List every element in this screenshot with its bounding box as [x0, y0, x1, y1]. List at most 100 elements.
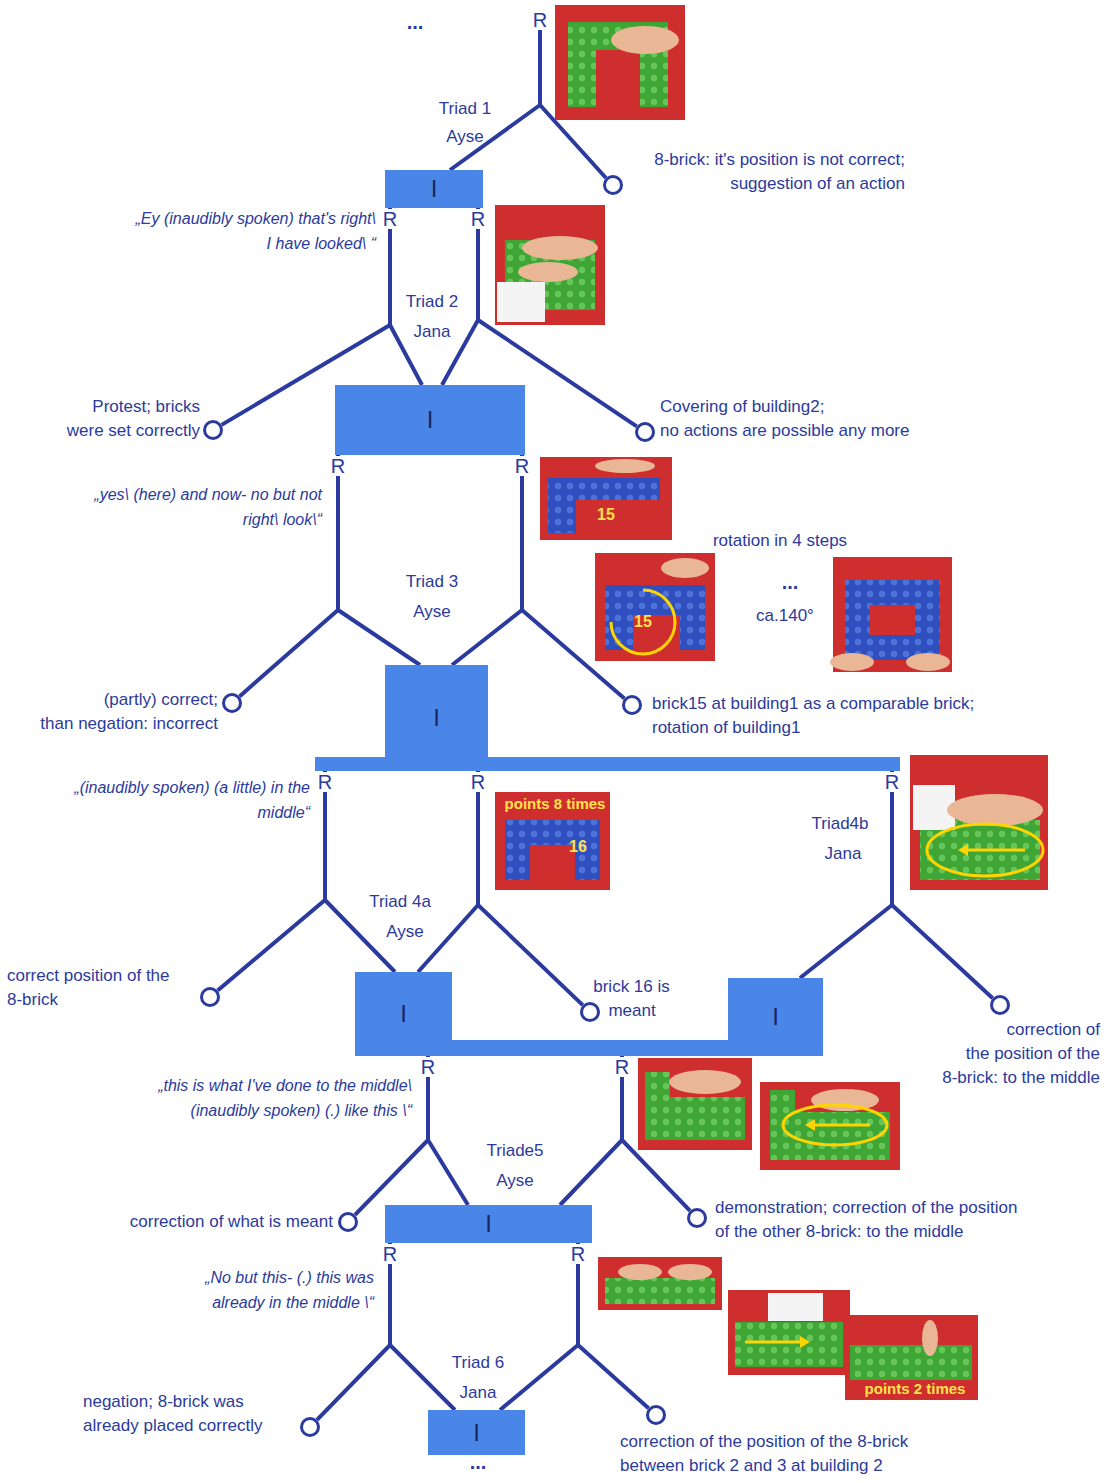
lego-studs: [850, 1345, 972, 1380]
photo-background: [638, 1058, 752, 1150]
photo: [555, 5, 685, 120]
circle-outline: [646, 1405, 666, 1425]
triad-label: Ayse: [384, 921, 426, 943]
photo: [598, 1257, 722, 1310]
hand: [668, 1264, 712, 1280]
object-circle-shape: [992, 997, 1009, 1014]
object-label: brick15 at building1 as a comparable bri…: [652, 692, 979, 740]
representamen-letter: R: [566, 1244, 591, 1264]
photo-caption: points 8 times: [503, 795, 608, 813]
object-circle: brick 16 is meant: [580, 1002, 600, 1022]
annotation: ca.140°: [754, 605, 816, 627]
representamen-letter: R: [313, 772, 338, 792]
representamen-letter: R: [466, 772, 491, 792]
triad-connector: [488, 764, 892, 978]
line-spacer: [201, 1265, 202, 1290]
circle-outline: [687, 1208, 707, 1228]
photo: [760, 1082, 900, 1170]
triad-label: Jana: [412, 321, 453, 343]
triad-label: Triad 4a: [367, 891, 433, 913]
line-spacer: [828, 395, 914, 419]
object-circle: negation; 8-brick was already placed cor…: [300, 1417, 320, 1437]
object-circle: (partly) correct; than negation: incorre…: [222, 693, 242, 713]
lego-studs: [605, 1278, 715, 1304]
triad-label: Triad 6: [450, 1352, 507, 1374]
interpretant-box: I: [428, 1410, 525, 1455]
object-label: negation; 8-brick was already placed cor…: [83, 1390, 267, 1438]
lego-studs: [605, 585, 705, 650]
finger: [595, 459, 655, 473]
line-spacer: [672, 975, 673, 999]
arrow-head: [805, 1119, 815, 1131]
object-circle-shape: [605, 177, 622, 194]
interpretant-box: I: [385, 170, 483, 208]
interpretant-letter: I: [427, 406, 434, 434]
photo: [830, 557, 952, 672]
arrow-head: [800, 1336, 810, 1348]
hand: [906, 653, 950, 671]
object-label: correction of what is meant: [125, 1210, 333, 1234]
annotation: rotation in 4 steps: [711, 530, 850, 552]
rotation-arc: [611, 590, 675, 654]
object-circle: correction of the position of the 8-bric…: [646, 1405, 666, 1425]
interpretant-letter: I: [431, 175, 438, 203]
photo: [728, 1290, 850, 1375]
line-spacer: [36, 688, 100, 712]
circle-outline: [580, 1002, 600, 1022]
photo-background: [495, 205, 605, 325]
interpretant-box: I: [355, 972, 452, 1056]
object-circle-shape: [340, 1214, 357, 1231]
lego-bricks: [548, 478, 660, 533]
representamen-letter: R: [528, 10, 553, 30]
line-spacer: [173, 964, 174, 988]
ellipsis: ...: [780, 572, 801, 592]
line-spacer: [938, 1042, 962, 1066]
object-label: (partly) correct; than negation: incorre…: [36, 688, 218, 736]
representamen-letter: R: [466, 209, 491, 229]
interpretant-box: I: [335, 385, 525, 455]
interpretant-letter: I: [473, 1419, 480, 1447]
photo: [845, 1315, 978, 1400]
triad-label: Triad4b: [809, 813, 871, 835]
movement-arrow: [966, 849, 1025, 852]
circle-outline: [990, 995, 1010, 1015]
utterance-quote: „yes\ (here) and now- no but not right\ …: [90, 482, 322, 532]
object-label: correct position of the 8-brick: [7, 964, 174, 1012]
line-spacer: [1021, 1196, 1022, 1220]
circle-outline: [203, 420, 223, 440]
triad-connector: [452, 455, 522, 665]
lego-bricks: [505, 820, 600, 880]
circle-outline: [635, 422, 655, 442]
line-spacer: [62, 395, 89, 419]
object-label: correction of the position of the 8-bric…: [620, 1430, 913, 1478]
circle-outline: [300, 1417, 320, 1437]
line-spacer: [154, 1073, 155, 1098]
photo-background: [595, 553, 715, 661]
lego-bricks: [845, 580, 940, 660]
lego-studs: [548, 478, 660, 533]
object-circle: 8-brick: it's position is not correct; s…: [603, 175, 623, 195]
lego-bricks: [605, 1278, 715, 1304]
photo-background: [555, 5, 685, 120]
object-circle: Covering of building2; no actions are po…: [635, 422, 655, 442]
object-label: 8-brick: it's position is not correct; s…: [650, 148, 905, 196]
hand: [811, 1089, 879, 1111]
lego-bricks: [850, 1345, 972, 1380]
triad-label: Triade5: [484, 1140, 546, 1162]
object-label: Covering of building2; no actions are po…: [660, 395, 914, 443]
object-label: brick 16 is meant: [592, 975, 673, 1023]
object-circle-shape: [202, 989, 219, 1006]
hand: [830, 653, 874, 671]
interpretant-letter: I: [433, 704, 440, 732]
photo: [540, 457, 672, 540]
object-circle: brick15 at building1 as a comparable bri…: [622, 695, 642, 715]
photo: [495, 205, 605, 325]
representamen-letter: R: [510, 456, 535, 476]
lego-bricks: [605, 585, 705, 650]
object-circle: Protest; bricks were set correctly: [203, 420, 223, 440]
line-spacer: [938, 1018, 1003, 1042]
circle-outline: [222, 693, 242, 713]
object-circle: correction of the position of the 8-bric…: [990, 995, 1010, 1015]
interpretant-letter: I: [400, 1000, 407, 1028]
utterance-quote: „(inaudibly spoken) (a little) in the mi…: [70, 775, 310, 825]
